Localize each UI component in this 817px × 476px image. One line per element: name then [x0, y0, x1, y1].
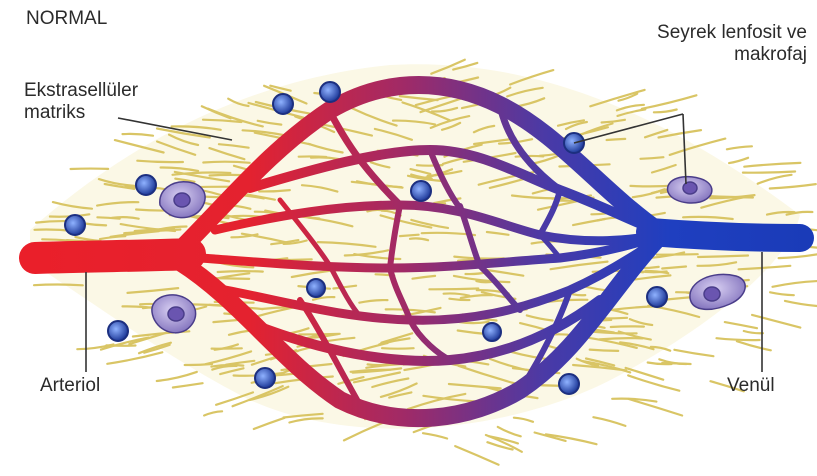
arteriole-label: Arteriol — [40, 375, 100, 397]
collagen-fiber — [779, 252, 817, 258]
macrophage — [667, 177, 711, 203]
collagen-fiber — [729, 158, 748, 163]
venule-label: Venül — [727, 375, 775, 397]
collagen-fiber — [203, 162, 249, 163]
collagen-fiber — [744, 331, 763, 333]
venule-vessel — [650, 232, 800, 238]
collagen-fiber — [498, 427, 521, 436]
lymphocyte — [273, 94, 293, 114]
collagen-fiber — [717, 338, 760, 340]
lymphocyte — [255, 368, 275, 388]
collagen-fiber — [185, 364, 212, 365]
collagen-fiber — [600, 338, 643, 339]
collagen-fiber — [157, 372, 197, 381]
collagen-fiber — [254, 418, 285, 429]
collagen-fiber — [770, 184, 816, 188]
collagen-fiber — [514, 418, 533, 422]
collagen-fiber — [611, 326, 644, 327]
collagen-fiber — [743, 172, 795, 173]
lymphocyte — [647, 287, 667, 307]
collagen-fiber — [773, 281, 817, 287]
collagen-fiber — [626, 368, 664, 380]
collagen-fiber — [590, 90, 644, 106]
lymphocyte — [65, 215, 85, 235]
collagen-fiber — [173, 383, 203, 387]
collagen-fiber — [546, 434, 597, 444]
collagen-fiber — [662, 363, 691, 364]
lymphocyte — [307, 279, 325, 297]
collagen-fiber — [674, 350, 713, 356]
collagen-fiber — [218, 271, 263, 272]
lymphocyte — [483, 323, 501, 341]
collagen-fiber — [423, 433, 447, 438]
collagen-fiber — [429, 289, 478, 290]
collagen-fiber — [593, 417, 625, 426]
collagen-fiber — [727, 146, 752, 149]
lymph-label-line2: makrofaj — [657, 44, 807, 66]
collagen-fiber — [204, 411, 222, 415]
collagen-fiber — [654, 110, 677, 113]
ecm-label-line1: Ekstrasellüler — [24, 80, 138, 102]
lymphocyte — [108, 321, 128, 341]
collagen-fiber — [744, 163, 800, 167]
lymphocyte — [559, 374, 579, 394]
lymphocyte-macrophage-label: Seyrek lenfosit ve makrofaj — [657, 22, 807, 66]
collagen-fiber — [455, 446, 498, 465]
arteriole-vessel — [35, 254, 190, 258]
ecm-label: Ekstrasellüler matriks — [24, 80, 138, 124]
collagen-fiber — [758, 175, 792, 184]
macrophage — [160, 182, 205, 218]
collagen-fiber — [785, 301, 817, 307]
lymph-label-line1: Seyrek lenfosit ve — [657, 22, 807, 44]
collagen-fiber — [642, 95, 697, 109]
collagen-fiber — [107, 352, 162, 364]
collagen-fiber — [34, 284, 83, 285]
collagen-fiber — [737, 341, 771, 350]
collagen-fiber — [725, 322, 757, 328]
collagen-fiber — [752, 315, 800, 328]
collagen-fiber — [400, 235, 419, 236]
collagen-fiber — [123, 134, 154, 136]
lymphocyte — [320, 82, 340, 102]
ecm-label-line2: matriks — [24, 102, 138, 124]
lymphocyte — [411, 181, 431, 201]
collagen-fiber — [607, 139, 626, 140]
collagen-fiber — [770, 292, 794, 295]
lymphocyte — [136, 175, 156, 195]
collagen-fiber — [382, 348, 414, 349]
page-title: NORMAL — [26, 8, 107, 30]
collagen-fiber — [590, 350, 619, 351]
